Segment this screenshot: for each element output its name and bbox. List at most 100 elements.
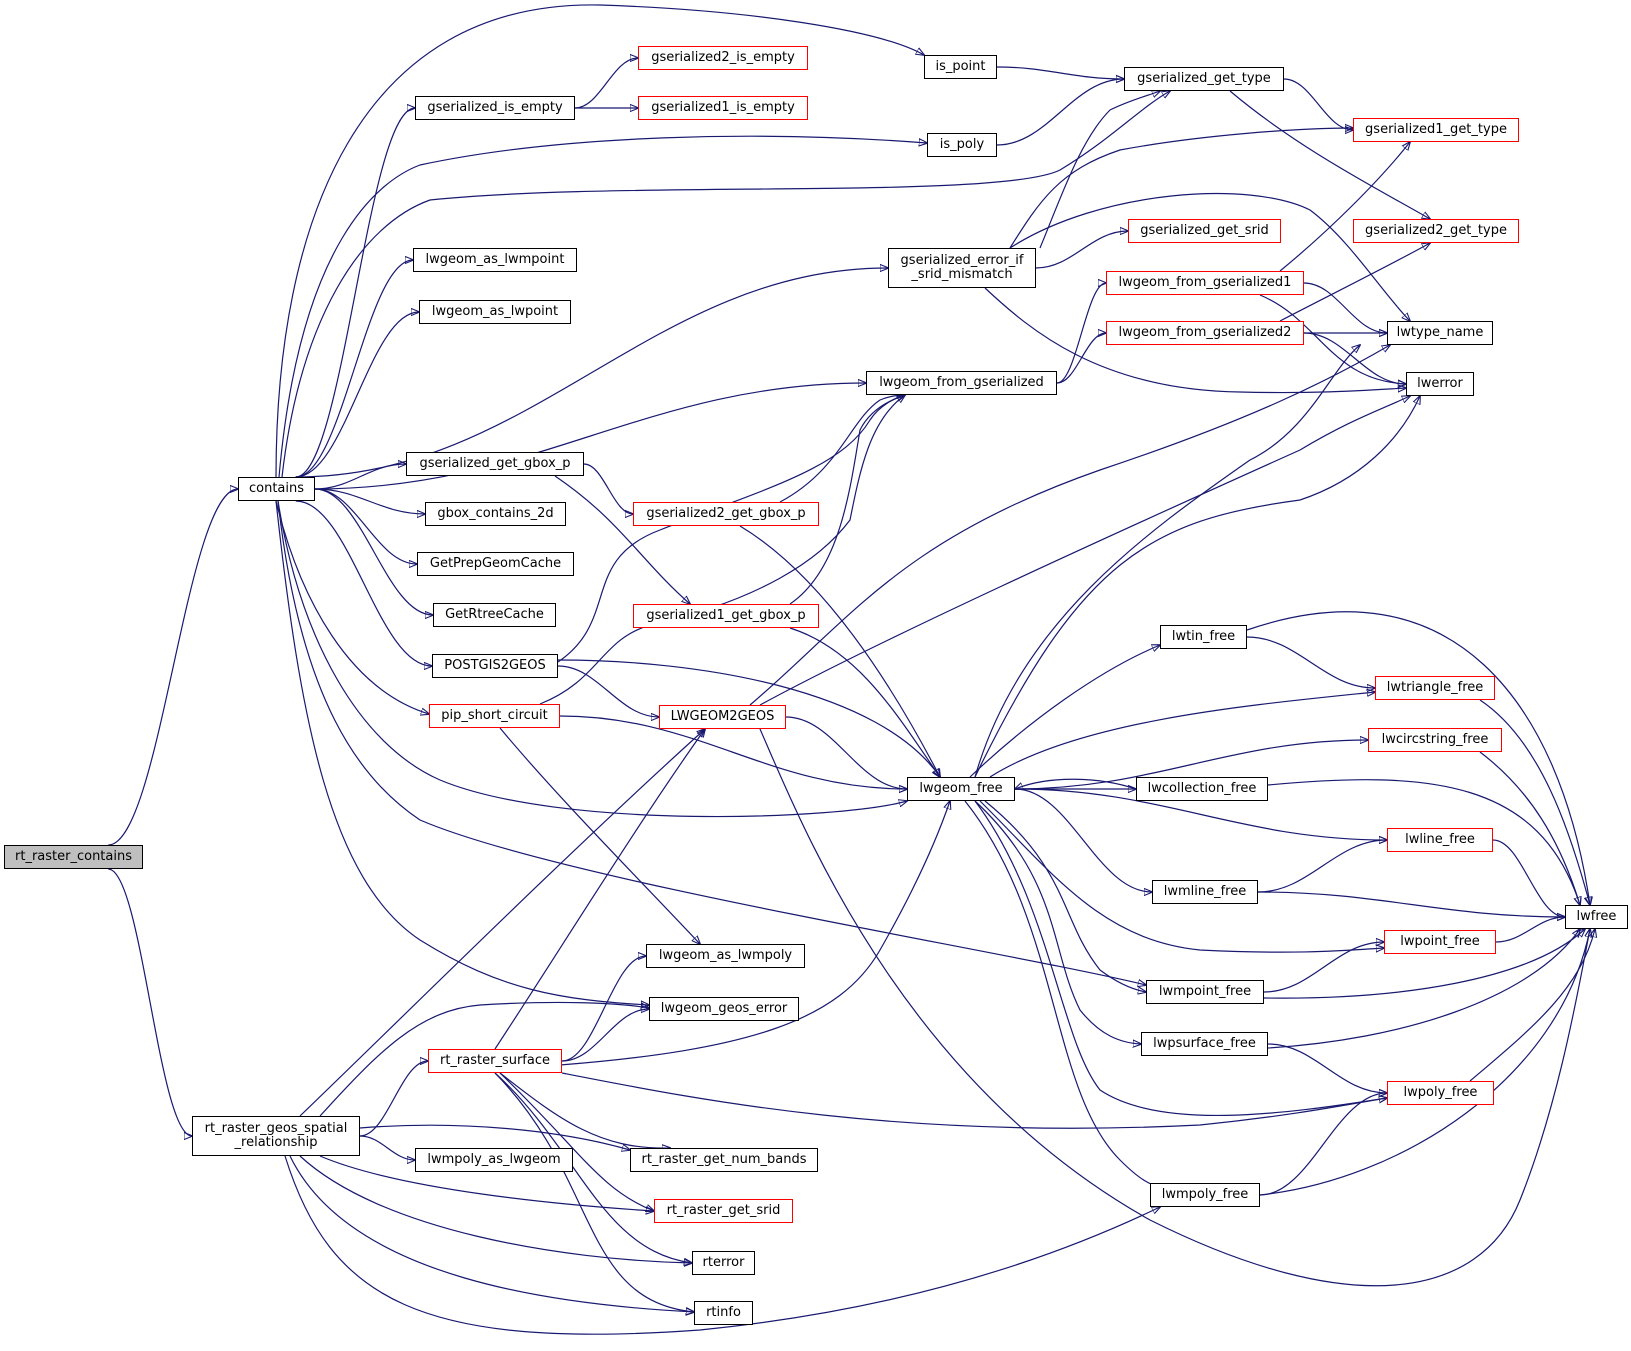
node-gserialized-error-if-srid-mismatch[interactable]: gserialized_error_if _srid_mismatch (888, 248, 1036, 288)
edge-rt-raster-geos-spatial-relationship-to-lwgeom2geos (299, 729, 705, 1117)
edge-lwgeom2geos-to-lwfree (759, 728, 1590, 1287)
node-gserialized1-is-empty[interactable]: gserialized1_is_empty (638, 96, 808, 120)
edge-is-poly-to-gserialized-get-type (996, 79, 1124, 146)
edge-lwmpoint-free-to-lwfree (1263, 929, 1585, 999)
node-rt-raster-surface[interactable]: rt_raster_surface (428, 1049, 562, 1073)
edge-rt-raster-geos-spatial-relationship-to-rt-raster-surface (359, 1061, 428, 1137)
node-lwtriangle-free[interactable]: lwtriangle_free (1375, 676, 1495, 700)
edge-contains-to-pip-short-circuit (275, 500, 429, 714)
edge-lwgeom-free-to-lwcircstring-free (1014, 740, 1368, 790)
edge-gserialized-get-gbox-p-to-gserialized2-get-gbox-p (583, 463, 633, 514)
node-lwpoint-free[interactable]: lwpoint_free (1384, 930, 1496, 954)
node-getprepgeomcache[interactable]: GetPrepGeomCache (417, 552, 574, 576)
node-gserialized2-get-type[interactable]: gserialized2_get_type (1353, 219, 1519, 243)
node-lwmline-free[interactable]: lwmline_free (1152, 880, 1258, 904)
edge-rt-raster-surface-to-rtinfo (494, 1072, 694, 1312)
node-lwtype-name[interactable]: lwtype_name (1387, 321, 1493, 345)
edge-rt-raster-geos-spatial-relationship-to-rt-raster-get-num-bands (359, 1124, 630, 1150)
node-lwfree[interactable]: lwfree (1565, 905, 1628, 929)
edge-contains-to-lwgeom-free (277, 500, 907, 818)
node-contains[interactable]: contains (238, 477, 315, 501)
node-gserialized-get-srid[interactable]: gserialized_get_srid (1128, 219, 1281, 243)
node-lwgeom2geos[interactable]: LWGEOM2GEOS (659, 705, 786, 729)
edge-is-point-to-gserialized-get-type (996, 66, 1124, 79)
edge-gserialized2-get-gbox-p-to-lwgeom-from-gserialized (779, 395, 905, 503)
node-rtinfo[interactable]: rtinfo (694, 1301, 753, 1325)
edge-lwgeom-free-to-lwerror (974, 396, 1420, 778)
edge-contains-to-gserialized-error-if-srid-mismatch (295, 268, 888, 478)
edge-rt-raster-geos-spatial-relationship-to-lwmpoly-free (284, 1155, 1160, 1335)
node-gserialized-is-empty[interactable]: gserialized_is_empty (415, 96, 575, 120)
node-lwgeom-from-gserialized1[interactable]: lwgeom_from_gserialized1 (1106, 271, 1304, 295)
node-gserialized1-get-gbox-p[interactable]: gserialized1_get_gbox_p (633, 604, 819, 628)
edge-contains-to-gbox-contains-2d (314, 488, 425, 514)
edge-lwgeom-free-to-lwtin-free (969, 645, 1160, 778)
edge-gserialized-get-gbox-p-to-gserialized1-get-gbox-p (554, 475, 690, 604)
node-lwline-free[interactable]: lwline_free (1387, 828, 1493, 852)
edge-contains-to-gserialized-get-type (281, 91, 1170, 478)
node-lwgeom-as-lwmpoly[interactable]: lwgeom_as_lwmpoly (646, 944, 805, 968)
edge-rt-raster-contains-to-contains (108, 489, 238, 846)
node-lwgeom-as-lwmpoint[interactable]: lwgeom_as_lwmpoint (413, 248, 577, 272)
node-lwcollection-free[interactable]: lwcollection_free (1136, 777, 1268, 801)
edge-lwmpoly-free-to-lwfree (1259, 929, 1590, 1196)
edge-postgis2geos-to-lwgeom2geos (557, 665, 659, 717)
node-lwtin-free[interactable]: lwtin_free (1160, 625, 1247, 649)
node-is-point[interactable]: is_point (924, 55, 997, 79)
edge-contains-to-lwgeom-as-lwpoint (295, 312, 419, 478)
node-getrtreecache[interactable]: GetRtreeCache (433, 603, 556, 627)
edge-contains-to-lwgeom-as-lwmpoint (295, 260, 413, 478)
node-lwgeom-free[interactable]: lwgeom_free (907, 777, 1015, 801)
node-lwpoly-free[interactable]: lwpoly_free (1387, 1081, 1494, 1105)
node-gbox-contains-2d[interactable]: gbox_contains_2d (425, 502, 566, 526)
node-pip-short-circuit[interactable]: pip_short_circuit (429, 704, 560, 728)
node-lwmpoly-free[interactable]: lwmpoly_free (1150, 1183, 1260, 1207)
node-gserialized-get-gbox-p[interactable]: gserialized_get_gbox_p (406, 452, 584, 476)
edge-lwcircstring-free-to-lwfree (1479, 751, 1580, 905)
node-gserialized-get-type[interactable]: gserialized_get_type (1124, 67, 1284, 91)
edge-lwmline-free-to-lwline-free (1257, 840, 1387, 893)
node-lwmpoly-as-lwgeom[interactable]: lwmpoly_as_lwgeom (415, 1148, 573, 1172)
node-postgis2geos[interactable]: POSTGIS2GEOS (432, 654, 558, 678)
edge-rt-raster-geos-spatial-relationship-to-lwgeom-geos-error (319, 1001, 649, 1117)
node-lwmpoint-free[interactable]: lwmpoint_free (1146, 980, 1264, 1004)
node-rterror[interactable]: rterror (692, 1251, 755, 1275)
edge-lwtin-free-to-lwtriangle-free (1246, 636, 1375, 688)
node-lwgeom-as-lwpoint[interactable]: lwgeom_as_lwpoint (419, 300, 571, 324)
node-rt-raster-get-num-bands[interactable]: rt_raster_get_num_bands (630, 1148, 818, 1172)
edge-contains-to-postgis2geos (295, 500, 432, 666)
node-lwgeom-geos-error[interactable]: lwgeom_geos_error (649, 997, 799, 1021)
edge-gserialized1-get-gbox-p-to-lwgeom-free (789, 627, 940, 777)
edge-lwgeom-free-to-lwtype-name (974, 345, 1360, 778)
edge-pip-short-circuit-to-lwgeom-from-gserialized (539, 395, 905, 705)
edge-lwgeom2geos-to-lwgeom-free (785, 716, 907, 789)
node-lwgeom-from-gserialized2[interactable]: lwgeom_from_gserialized2 (1106, 321, 1304, 345)
node-gserialized2-is-empty[interactable]: gserialized2_is_empty (638, 46, 808, 70)
node-gserialized2-get-gbox-p[interactable]: gserialized2_get_gbox_p (633, 502, 819, 526)
node-lwcircstring-free[interactable]: lwcircstring_free (1368, 728, 1502, 752)
edge-lwgeom-free-to-lwmpoly-free (964, 800, 1165, 1189)
node-is-poly[interactable]: is_poly (927, 133, 997, 157)
edge-gserialized-get-type-to-gserialized2-get-type (1229, 90, 1430, 219)
edge-lwgeom-free-to-lwline-free (1014, 788, 1387, 840)
edge-lwgeom-from-gserialized1-to-lwtype-name (1303, 282, 1387, 333)
node-lwgeom-from-gserialized[interactable]: lwgeom_from_gserialized (866, 371, 1057, 395)
edge-contains-to-gserialized-is-empty (295, 108, 415, 478)
edge-rt-raster-geos-spatial-relationship-to-rterror (299, 1155, 692, 1263)
node-lwerror[interactable]: lwerror (1406, 372, 1474, 396)
edge-rt-raster-contains-to-rt-raster-geos-spatial-relationship (108, 868, 192, 1136)
edge-lwgeom-free-to-lwpoly-free (974, 800, 1387, 1116)
edge-lwpoly-free-to-lwfree (1469, 929, 1595, 1082)
node-lwpsurface-free[interactable]: lwpsurface_free (1141, 1032, 1268, 1056)
node-rt-raster-geos-spatial-relationship[interactable]: rt_raster_geos_spatial _relationship (192, 1116, 360, 1156)
node-gserialized1-get-type[interactable]: gserialized1_get_type (1353, 118, 1519, 142)
edge-rt-raster-geos-spatial-relationship-to-lwmpoly-as-lwgeom (359, 1135, 415, 1160)
edge-pip-short-circuit-to-lwgeom-as-lwmpoly (499, 727, 700, 944)
edge-gserialized-error-if-srid-mismatch-to-gserialized1-get-type (1009, 128, 1353, 249)
edge-lwgeom-from-gserialized1-to-gserialized1-get-type (1279, 142, 1410, 272)
node-rt-raster-get-srid[interactable]: rt_raster_get_srid (654, 1199, 793, 1223)
edge-rt-raster-surface-to-lwgeom-as-lwmpoly (561, 956, 646, 1062)
edge-gserialized-is-empty-to-gserialized2-is-empty (574, 58, 638, 109)
edge-lwcollection-free-to-lwgeom-free (1015, 778, 1137, 789)
